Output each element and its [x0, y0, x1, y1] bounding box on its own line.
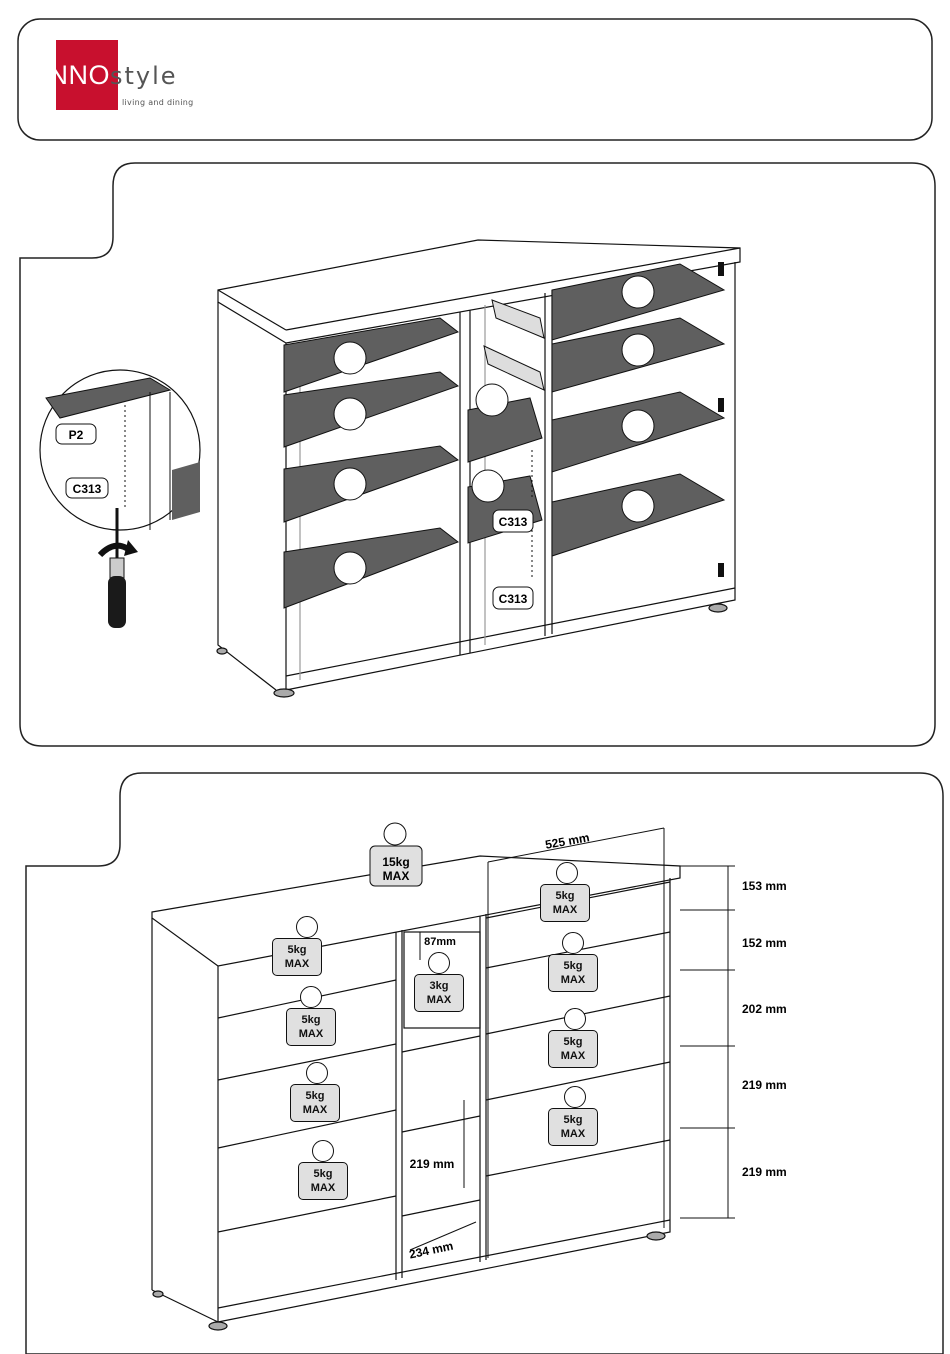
dim-height-1: 153 mm: [742, 879, 787, 893]
weight-knob: [428, 952, 450, 974]
svg-text:15kg: 15kg: [382, 855, 409, 869]
load-right-1: 5kg MAX: [540, 884, 590, 922]
load-left-2: 5kg MAX: [286, 1008, 336, 1046]
dim-drawer-height: 87mm: [424, 936, 456, 948]
dim-height-3: 202 mm: [742, 1002, 787, 1016]
middle-column-parts: [468, 300, 544, 580]
load-middle: 3kg MAX: [414, 974, 464, 1012]
weight-knob: [306, 1062, 328, 1084]
dim-height-4: 219 mm: [742, 1078, 787, 1092]
weight-knob: [296, 916, 318, 938]
logo-brand-part2: style: [110, 62, 178, 90]
weight-knob: [562, 932, 584, 954]
load-left-4: 5kg MAX: [298, 1162, 348, 1200]
svg-text:C313: C313: [499, 515, 528, 529]
part-label-c313-lower: C313: [493, 587, 533, 609]
weight-knob: [300, 986, 322, 1008]
weight-knob: [556, 862, 578, 884]
dim-depth: 525 mm: [544, 830, 590, 852]
dim-middle-shelf-gap: 219 mm: [410, 1157, 455, 1171]
weight-knob: [312, 1140, 334, 1162]
weight-knob: [564, 1008, 586, 1030]
load-left-1: 5kg MAX: [272, 938, 322, 976]
dim-middle-width: 234 mm: [408, 1239, 455, 1262]
logo-tagline: living and dining: [122, 98, 194, 107]
weight-knob: [564, 1086, 586, 1108]
logo-wordmark: iNNOstyle: [42, 62, 178, 89]
svg-text:P2: P2: [69, 428, 84, 442]
weight-icon-top: 15kg MAX: [370, 823, 422, 886]
dim-height-5: 219 mm: [742, 1165, 787, 1179]
detail-magnifier: P2 C313: [40, 370, 200, 530]
svg-text:C313: C313: [499, 592, 528, 606]
dim-height-2: 152 mm: [742, 936, 787, 950]
load-right-2: 5kg MAX: [548, 954, 598, 992]
svg-text:C313: C313: [73, 482, 102, 496]
svg-text:MAX: MAX: [383, 869, 410, 883]
load-left-3: 5kg MAX: [290, 1084, 340, 1122]
left-column-shelves: [284, 318, 458, 608]
logo-brand-part1: iNNO: [42, 60, 110, 90]
load-right-3: 5kg MAX: [548, 1030, 598, 1068]
part-label-c313-upper: C313: [493, 510, 533, 532]
load-right-4: 5kg MAX: [548, 1108, 598, 1146]
